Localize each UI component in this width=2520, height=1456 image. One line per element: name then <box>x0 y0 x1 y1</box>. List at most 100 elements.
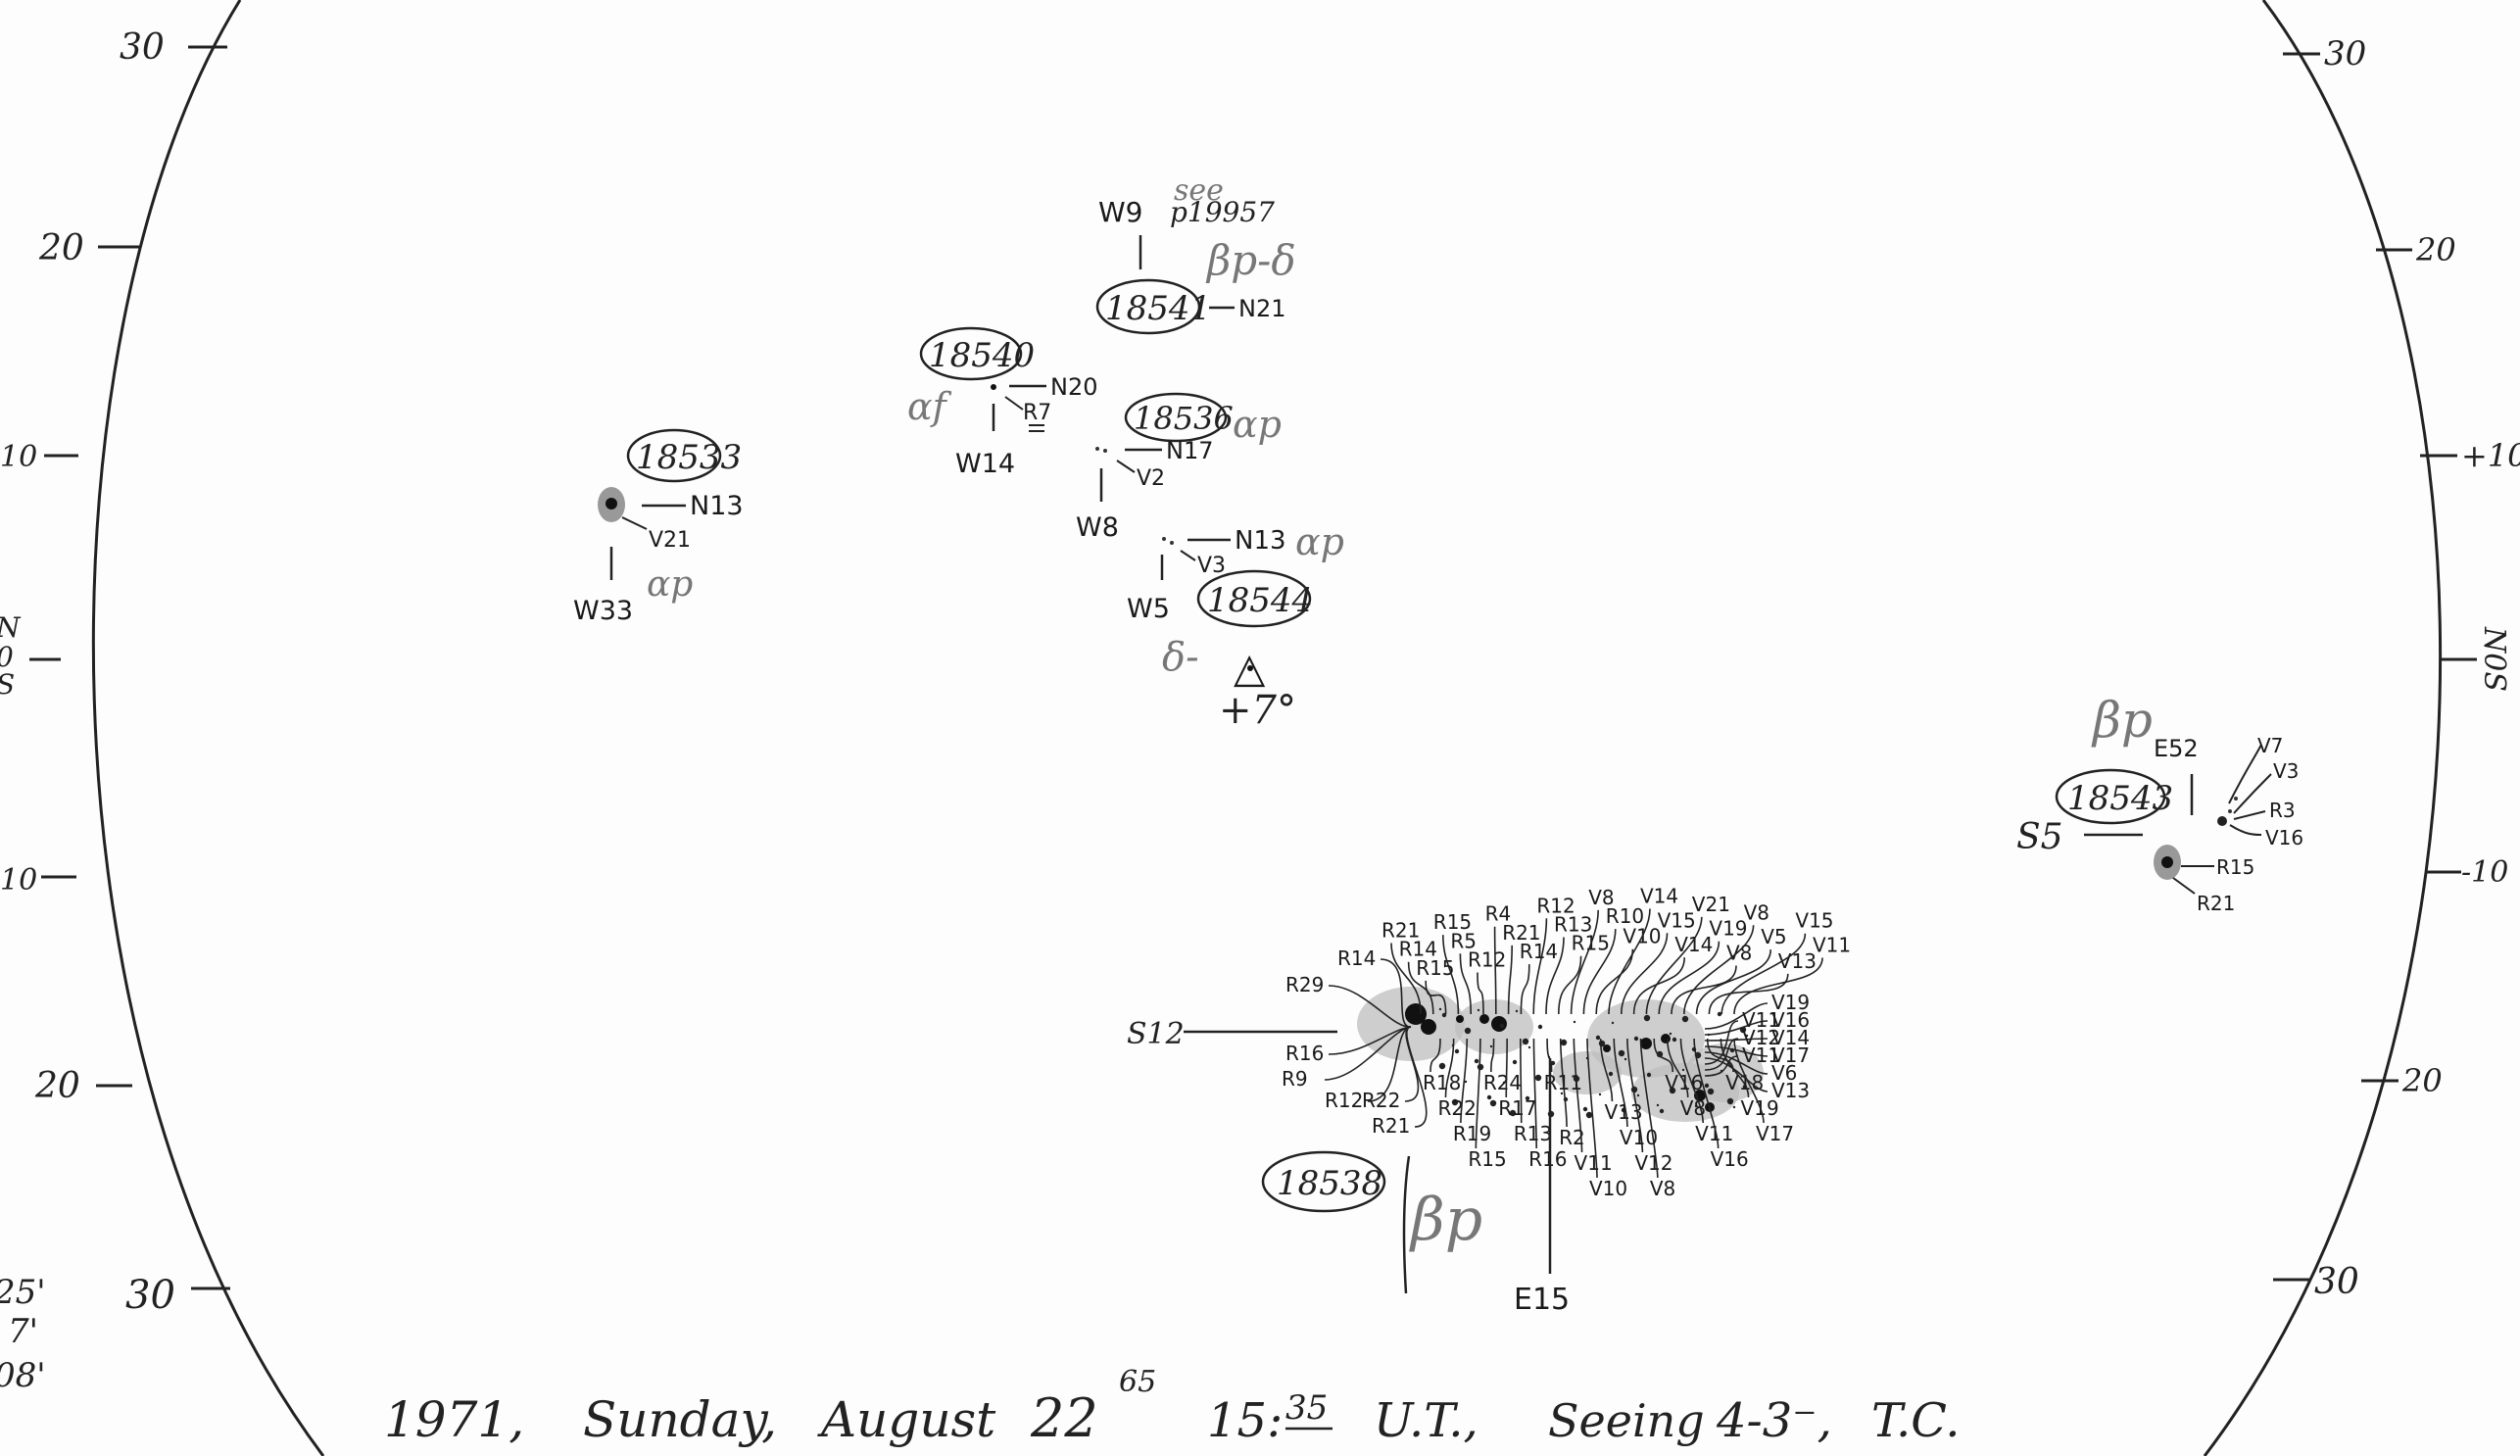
right-tick-30n: 30 <box>2324 34 2366 73</box>
group-18538-dot-48 <box>1611 1021 1615 1025</box>
group-18541-note-ref: p19957 <box>1170 196 1275 228</box>
group-18538-dot-26 <box>1438 1062 1446 1070</box>
group-18538-tags_left-tag-5: R22 <box>1362 1089 1400 1112</box>
group-18538-tags_bottom-leader-2 <box>1460 1038 1469 1124</box>
group-18536-number: 18536 <box>1134 400 1234 437</box>
group-18538-tags_top-tag-17: V14 <box>1674 933 1713 956</box>
group-18538-tags_top-tag-7: R21 <box>1502 921 1540 945</box>
group-18538-tags_top-tag-13: R10 <box>1606 904 1644 928</box>
group-18538-tags_bottom-leader-7 <box>1532 1038 1537 1149</box>
group-18538-tags_top-tag-12: V8 <box>1588 886 1614 909</box>
group-18538-dot-2 <box>1509 1109 1517 1117</box>
left-tick-20s: 20 <box>34 1066 80 1106</box>
group-18543-tag-3: V16 <box>2265 826 2303 849</box>
group-18543-tag-2: R3 <box>2269 799 2296 822</box>
group-18538-tags_left-tag-4: R12 <box>1325 1089 1363 1112</box>
group-18544-mer: V3 <box>1197 554 1226 578</box>
group-18538-tags_top-leader-3 <box>1442 935 1460 1015</box>
group-18543-number: 18543 <box>2067 779 2173 818</box>
group-18538-tags_bottom-tag-10: V11 <box>1575 1151 1613 1175</box>
group-18538-dot-12 <box>1560 1092 1564 1095</box>
caption-observer: T.C. <box>1871 1393 1961 1448</box>
caption-year: 1971, <box>384 1391 524 1448</box>
group-18538-tags_top-tag-16: V15 <box>1658 908 1696 932</box>
group-18538-tags_top-tag-21: V8 <box>1744 900 1769 924</box>
group-18538-tags_bottom-leader-3 <box>1475 1038 1481 1149</box>
right-tick-n0s: N0S <box>2477 626 2511 692</box>
group-18538-tags_left-leader-3 <box>1324 1026 1412 1081</box>
left-latitude-scale: 30 20 10 N 0 S 10 20 30 <box>0 27 230 1318</box>
group-18543-tag-1: V3 <box>2273 759 2299 783</box>
group-18538-dot-36 <box>1489 1044 1493 1048</box>
group-18541: W9 see p19957 βp-δ 18541 N21 <box>1095 173 1296 335</box>
group-18538-dot-13 <box>1595 1035 1601 1041</box>
group-18533-mer: V21 <box>649 528 691 553</box>
group-18538-dot-28 <box>1512 1059 1518 1065</box>
group-18538-tags_right-tag-1: V16 <box>1771 1008 1810 1032</box>
group-18543-class: βp <box>2091 692 2153 749</box>
group-18536-lon: W8 <box>1076 512 1119 543</box>
group-18538-dot-18 <box>1464 1080 1468 1084</box>
group-18538-dot-39 <box>1598 1092 1602 1096</box>
group-18536-mer: V2 <box>1137 466 1165 491</box>
group-18538-tags_top-leader-8 <box>1520 964 1530 1015</box>
group-18538-tags_right-leader-0 <box>1704 1002 1769 1030</box>
group-18538-circle <box>1261 1150 1386 1213</box>
group-18538-tags_left-leader-1 <box>1328 985 1412 1028</box>
group-18538-tags_bottom-leader-13 <box>1613 1038 1628 1128</box>
group-18538-dot-40 <box>1633 1036 1639 1042</box>
group-18543-tag-0: V7 <box>2257 734 2283 757</box>
group-18538-tags_right-leader-7 <box>1704 1038 1739 1071</box>
group-18544-lat: N13 <box>1235 526 1286 556</box>
group-18538-tags_top-leader-20 <box>1671 965 1737 1015</box>
group-18538-dot-0 <box>1438 1007 1442 1011</box>
group-18533-number: 18533 <box>636 438 742 477</box>
group-18538-dot-4 <box>1582 1106 1588 1112</box>
right-latitude-scale: 30 20 +10 N0S -10 20 30 <box>2273 34 2520 1302</box>
group-18538-tags_right-tag-2: V14 <box>1771 1026 1810 1049</box>
group-18538-tags_right-tag-8: V11 <box>1742 1043 1780 1067</box>
group-18538-tags_bottom-tag-14: V12 <box>1634 1151 1672 1175</box>
group-18538-tags_bottom-tag-0: R18 <box>1423 1071 1461 1094</box>
group-18538-dot-63 <box>1527 1045 1531 1049</box>
group-18538-tags_top-tag-2: R15 <box>1416 956 1454 980</box>
left-tick-20n: 20 <box>38 228 84 268</box>
left-tick-10n: 10 <box>0 440 37 474</box>
group-18538-umbra-3 <box>1479 1014 1489 1024</box>
margin-notes: 25' 7' 08' <box>0 1273 46 1395</box>
caption-day: Sunday, <box>583 1391 777 1448</box>
group-18543-tag-5: R21 <box>2197 892 2235 915</box>
group-18538-tags_top-leader-15 <box>1608 908 1651 1015</box>
group-18538-dot-58 <box>1659 1108 1665 1114</box>
group-18540-lon: W14 <box>955 449 1015 479</box>
group-18540-lat: N20 <box>1050 373 1098 401</box>
group-18538-tags_bottom-tag-3: R15 <box>1468 1147 1506 1171</box>
group-18538-dot-27 <box>1477 1008 1480 1012</box>
group-18538-tags_top-leader-4 <box>1459 953 1472 1015</box>
group-18538-tags_bottom-tag-1: R22 <box>1437 1096 1476 1120</box>
group-18538-tags_top-tag-10: R13 <box>1554 913 1592 937</box>
group-18538-tags_bottom-tag-5: R17 <box>1498 1096 1536 1120</box>
group-18538-tags_bottom-tag-7: R16 <box>1528 1147 1567 1171</box>
group-18538-tags_top-tag-23: V13 <box>1778 949 1817 973</box>
group-18538-tags_top-tag-6: R4 <box>1485 902 1512 926</box>
group-18538-tags_top-tag-25: V11 <box>1813 934 1851 957</box>
group-18538-lat: S12 <box>1127 1017 1185 1051</box>
group-18538-tags_left-tag-1: R29 <box>1285 973 1324 996</box>
group-18538-tags_right-leader-3 <box>1704 1045 1769 1057</box>
solar-limb-left <box>91 0 325 1456</box>
marker-angle: +7° <box>1219 688 1296 733</box>
group-18541-note-see: see <box>1174 173 1224 208</box>
group-18538-tags_top-tag-18: V21 <box>1692 893 1730 916</box>
group-18538-tags_top-leader-24 <box>1720 933 1807 1015</box>
group-18538-tags_top-leader-5 <box>1477 972 1484 1015</box>
group-18538-tags_right-leader-4 <box>1704 1051 1769 1075</box>
group-18538-dot-69 <box>1745 1034 1749 1038</box>
group-18538-tags_top-tag-4: R5 <box>1450 929 1477 952</box>
group-18538-tags_top-leader-12 <box>1570 909 1599 1015</box>
left-tick-30n: 30 <box>120 27 165 68</box>
group-18538-tags_top-tag-3: R15 <box>1433 910 1472 934</box>
group-18538-dot-61 <box>1454 1048 1460 1054</box>
group-18538-dot-25 <box>1717 1011 1722 1017</box>
group-18543: βp E52 18543 S5 V7 V3 R3 V16 R15 R21 <box>2016 692 2303 915</box>
